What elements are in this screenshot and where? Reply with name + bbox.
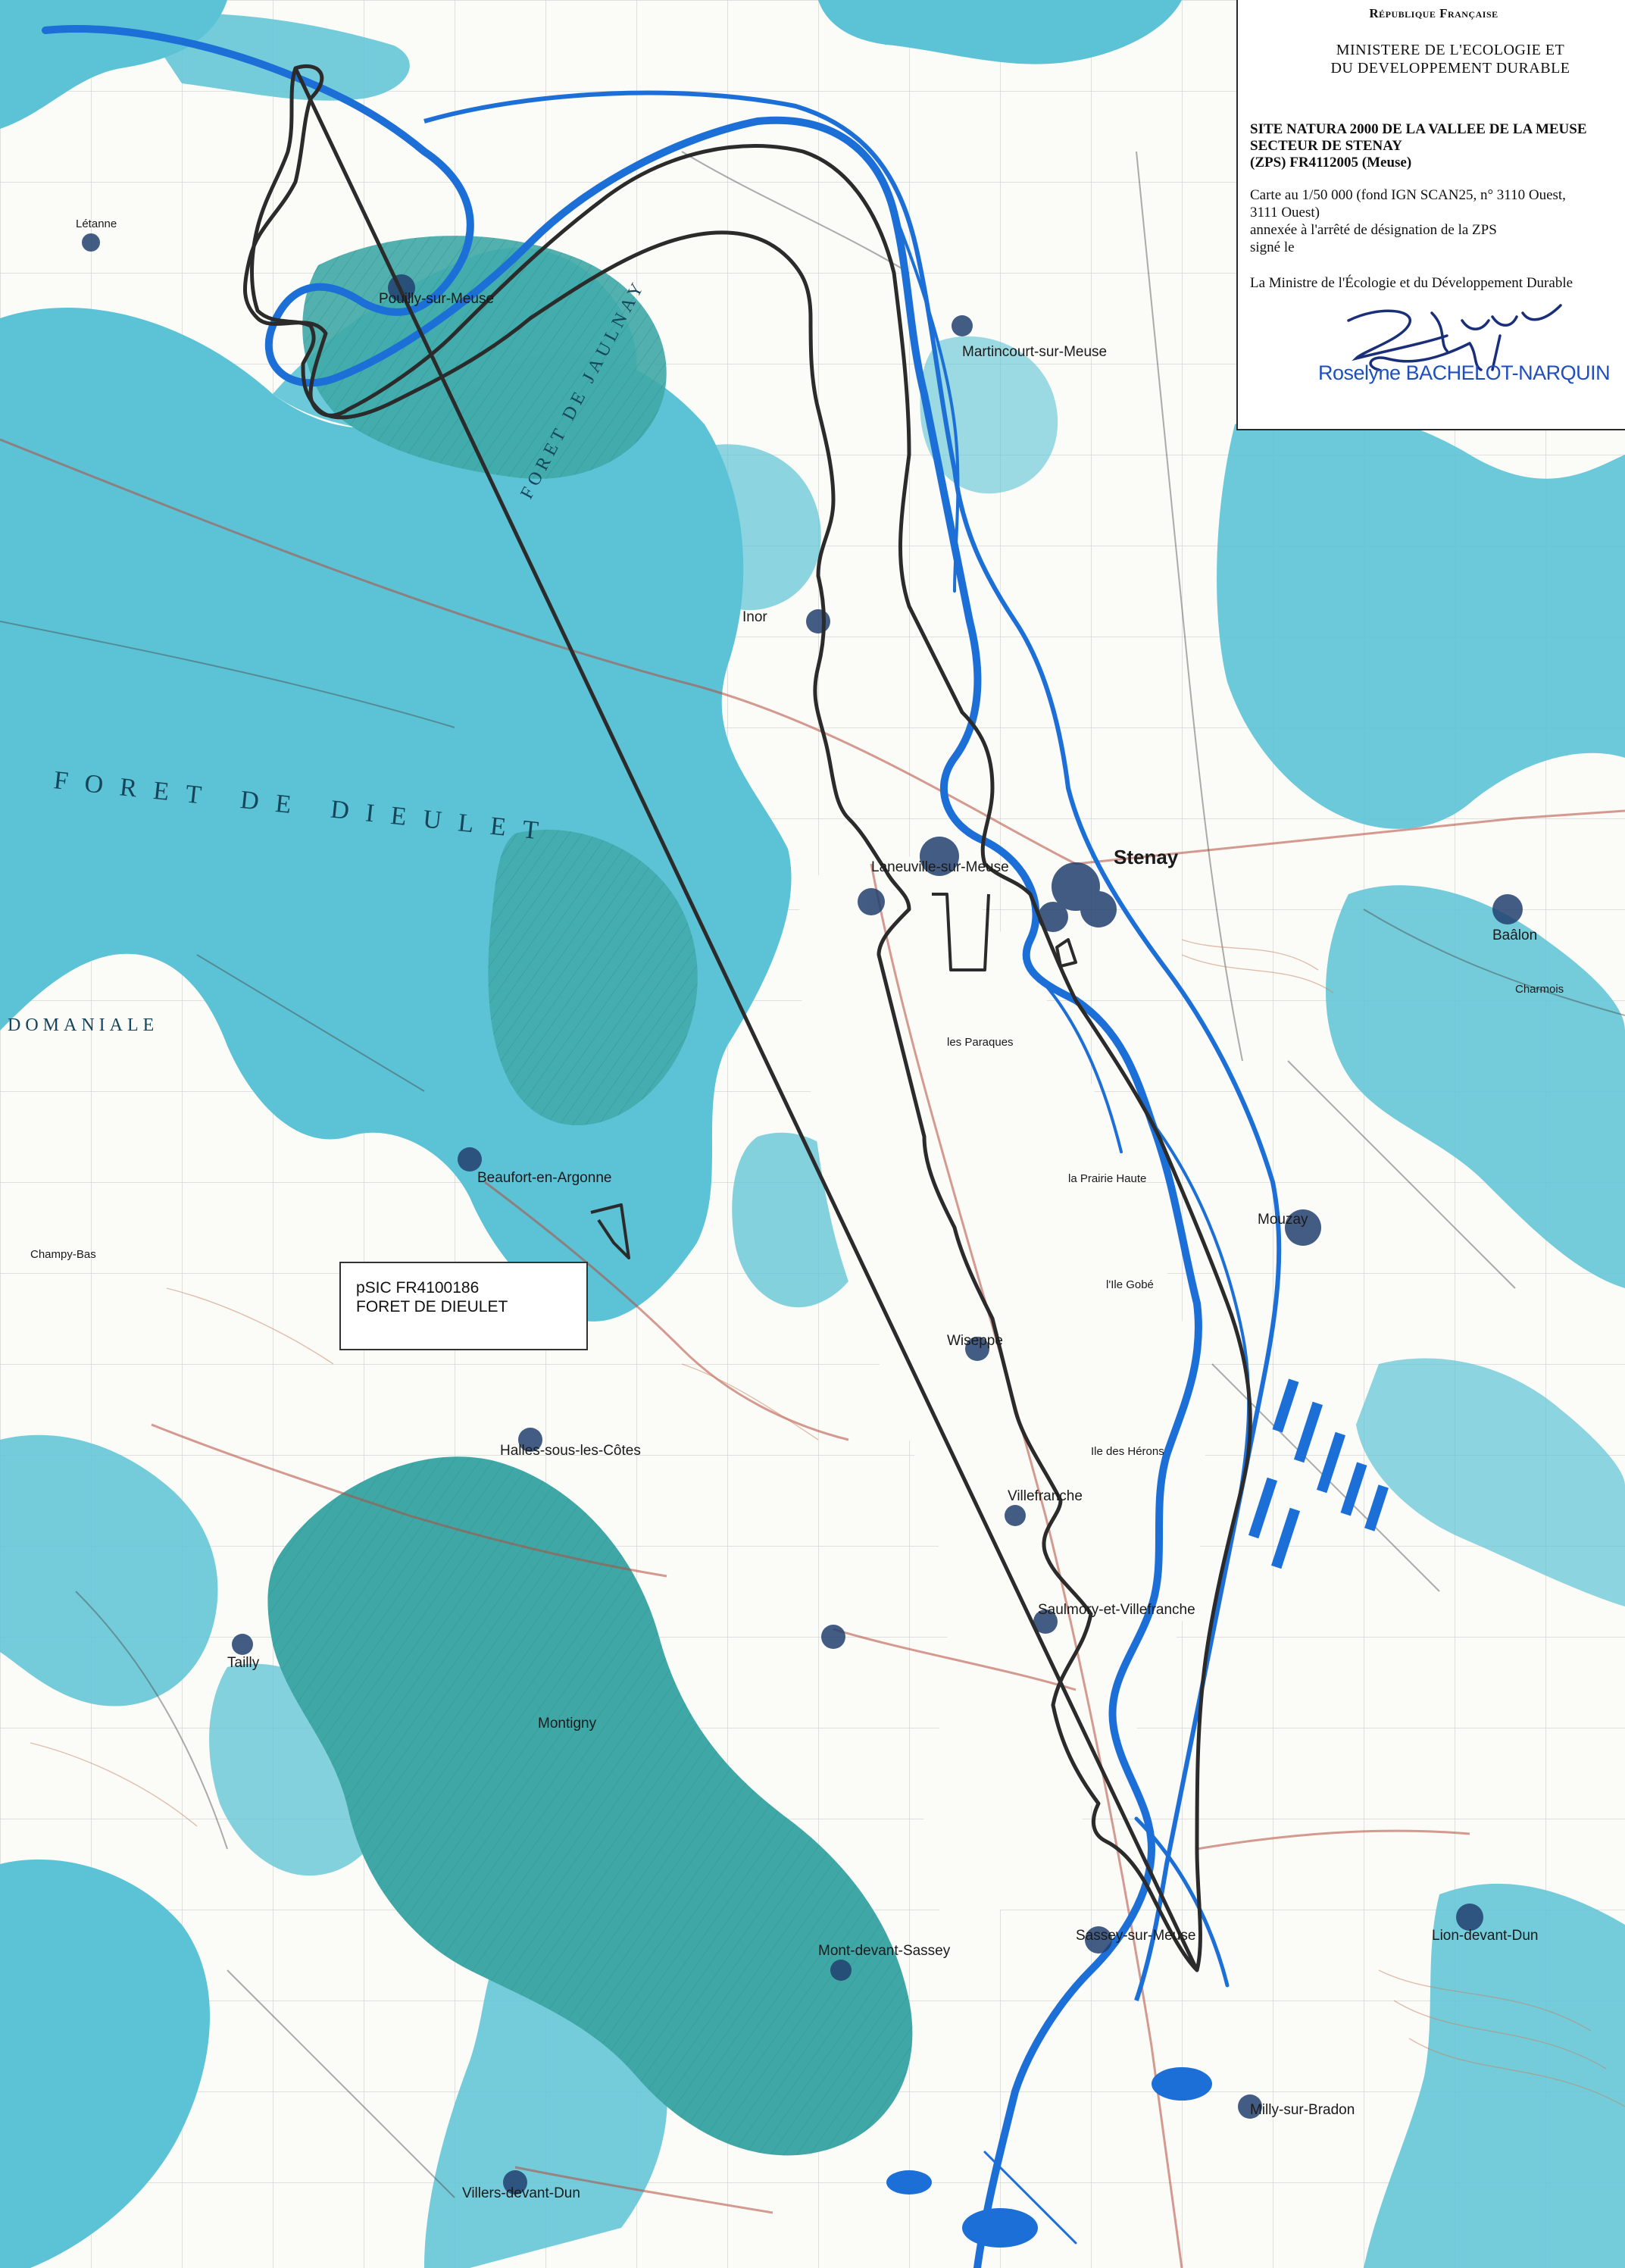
- psic-name: FORET DE DIEULET: [356, 1298, 508, 1315]
- zps-boundary: [242, 64, 1252, 1972]
- psic-code: pSIC FR4100186: [356, 1279, 480, 1297]
- label-pouilly: Pouilly-sur-Meuse: [379, 291, 494, 307]
- minister-line: La Ministre de l'Écologie et du Développ…: [1250, 275, 1573, 291]
- label-halles: Halles-sous-les-Côtes: [500, 1443, 641, 1459]
- meuse-canal: [423, 90, 1282, 2001]
- label-tailly: Tailly: [227, 1655, 260, 1671]
- label-milly: Milly-sur-Bradon: [1250, 2102, 1355, 2118]
- psic-label-box: pSIC FR4100186 FORET DE DIEULET: [339, 1262, 588, 1350]
- site-title: SITE NATURA 2000 DE LA VALLEE DE LA MEUS…: [1250, 121, 1620, 171]
- ministry-line-2: DU DEVELOPPEMENT DURABLE: [1330, 60, 1570, 77]
- scale-line-3: annexée à l'arrêté de désignation de la …: [1250, 222, 1497, 238]
- label-prairie-haute: la Prairie Haute: [1068, 1172, 1146, 1185]
- label-beaufort: Beaufort-en-Argonne: [477, 1170, 611, 1186]
- map-title-block: République Française MINISTERE DE L'ECOL…: [1236, 0, 1625, 430]
- road-network: [0, 438, 1625, 2268]
- scale-line-2: 3111 Ouest): [1250, 205, 1320, 221]
- label-martincourt: Martincourt-sur-Meuse: [962, 344, 1107, 360]
- label-mouzay: Mouzay: [1258, 1212, 1308, 1228]
- label-sassey: Sassey-sur-Meuse: [1076, 1928, 1195, 1944]
- signer-name: Roselyne BACHELOT-NARQUIN: [1318, 361, 1611, 384]
- label-villers: Villers-devant-Dun: [462, 2185, 580, 2201]
- ministry-line-1: MINISTERE DE L'ECOLOGIE ET: [1336, 42, 1565, 58]
- republic-label: République Française: [1369, 6, 1498, 20]
- label-stenay: Stenay: [1114, 846, 1179, 868]
- label-champy: Champy-Bas: [30, 1248, 96, 1261]
- secondary-roads: [0, 151, 1625, 2198]
- meuse-river: [42, 25, 1251, 2268]
- site-line-3: (ZPS) FR4112005 (Meuse): [1250, 155, 1412, 170]
- site-line-2: SECTEUR DE STENAY: [1250, 138, 1402, 154]
- contour-lines: [30, 939, 1625, 2107]
- label-laneuville: Laneuville-sur-Meuse: [871, 859, 1009, 875]
- ponds: [886, 1378, 1389, 2248]
- label-domaniale: DOMANIALE: [8, 1015, 158, 1035]
- valley-plain: [798, 854, 1206, 1922]
- label-paraques: les Paraques: [947, 1036, 1014, 1049]
- label-saulmory: Saulmory-et-Villefranche: [1038, 1602, 1195, 1618]
- label-ile-des-herons: Ile des Hérons: [1091, 1445, 1164, 1458]
- forest-dark: [267, 236, 913, 2156]
- label-letanne: Létanne: [76, 217, 117, 230]
- label-charmois: Charmois: [1515, 983, 1564, 996]
- label-mont: Mont-devant-Sassey: [818, 1943, 951, 1959]
- label-villefranche: Villefranche: [1008, 1488, 1083, 1504]
- label-ile-gobe: l'Ile Gobé: [1106, 1278, 1154, 1291]
- scale-line-4: signé le: [1250, 239, 1295, 255]
- site-line-1: SITE NATURA 2000 DE LA VALLEE DE LA MEUS…: [1250, 121, 1587, 137]
- ministry-name: MINISTERE DE L'ECOLOGIE ET DU DEVELOPPEM…: [1280, 41, 1620, 77]
- label-montigny: Montigny: [538, 1716, 597, 1732]
- label-inor: Inor: [742, 609, 767, 625]
- label-wiseppe: Wiseppe: [947, 1333, 1003, 1349]
- handwritten-signature-icon: [1347, 304, 1562, 371]
- scale-line-1: Carte au 1/50 000 (fond IGN SCAN25, n° 3…: [1250, 187, 1566, 203]
- village-settlements: [82, 233, 1523, 2194]
- label-lion: Lion-devant-Dun: [1432, 1928, 1538, 1944]
- scale-note: Carte au 1/50 000 (fond IGN SCAN25, n° 3…: [1250, 186, 1620, 256]
- label-baalon: Baâlon: [1492, 928, 1537, 943]
